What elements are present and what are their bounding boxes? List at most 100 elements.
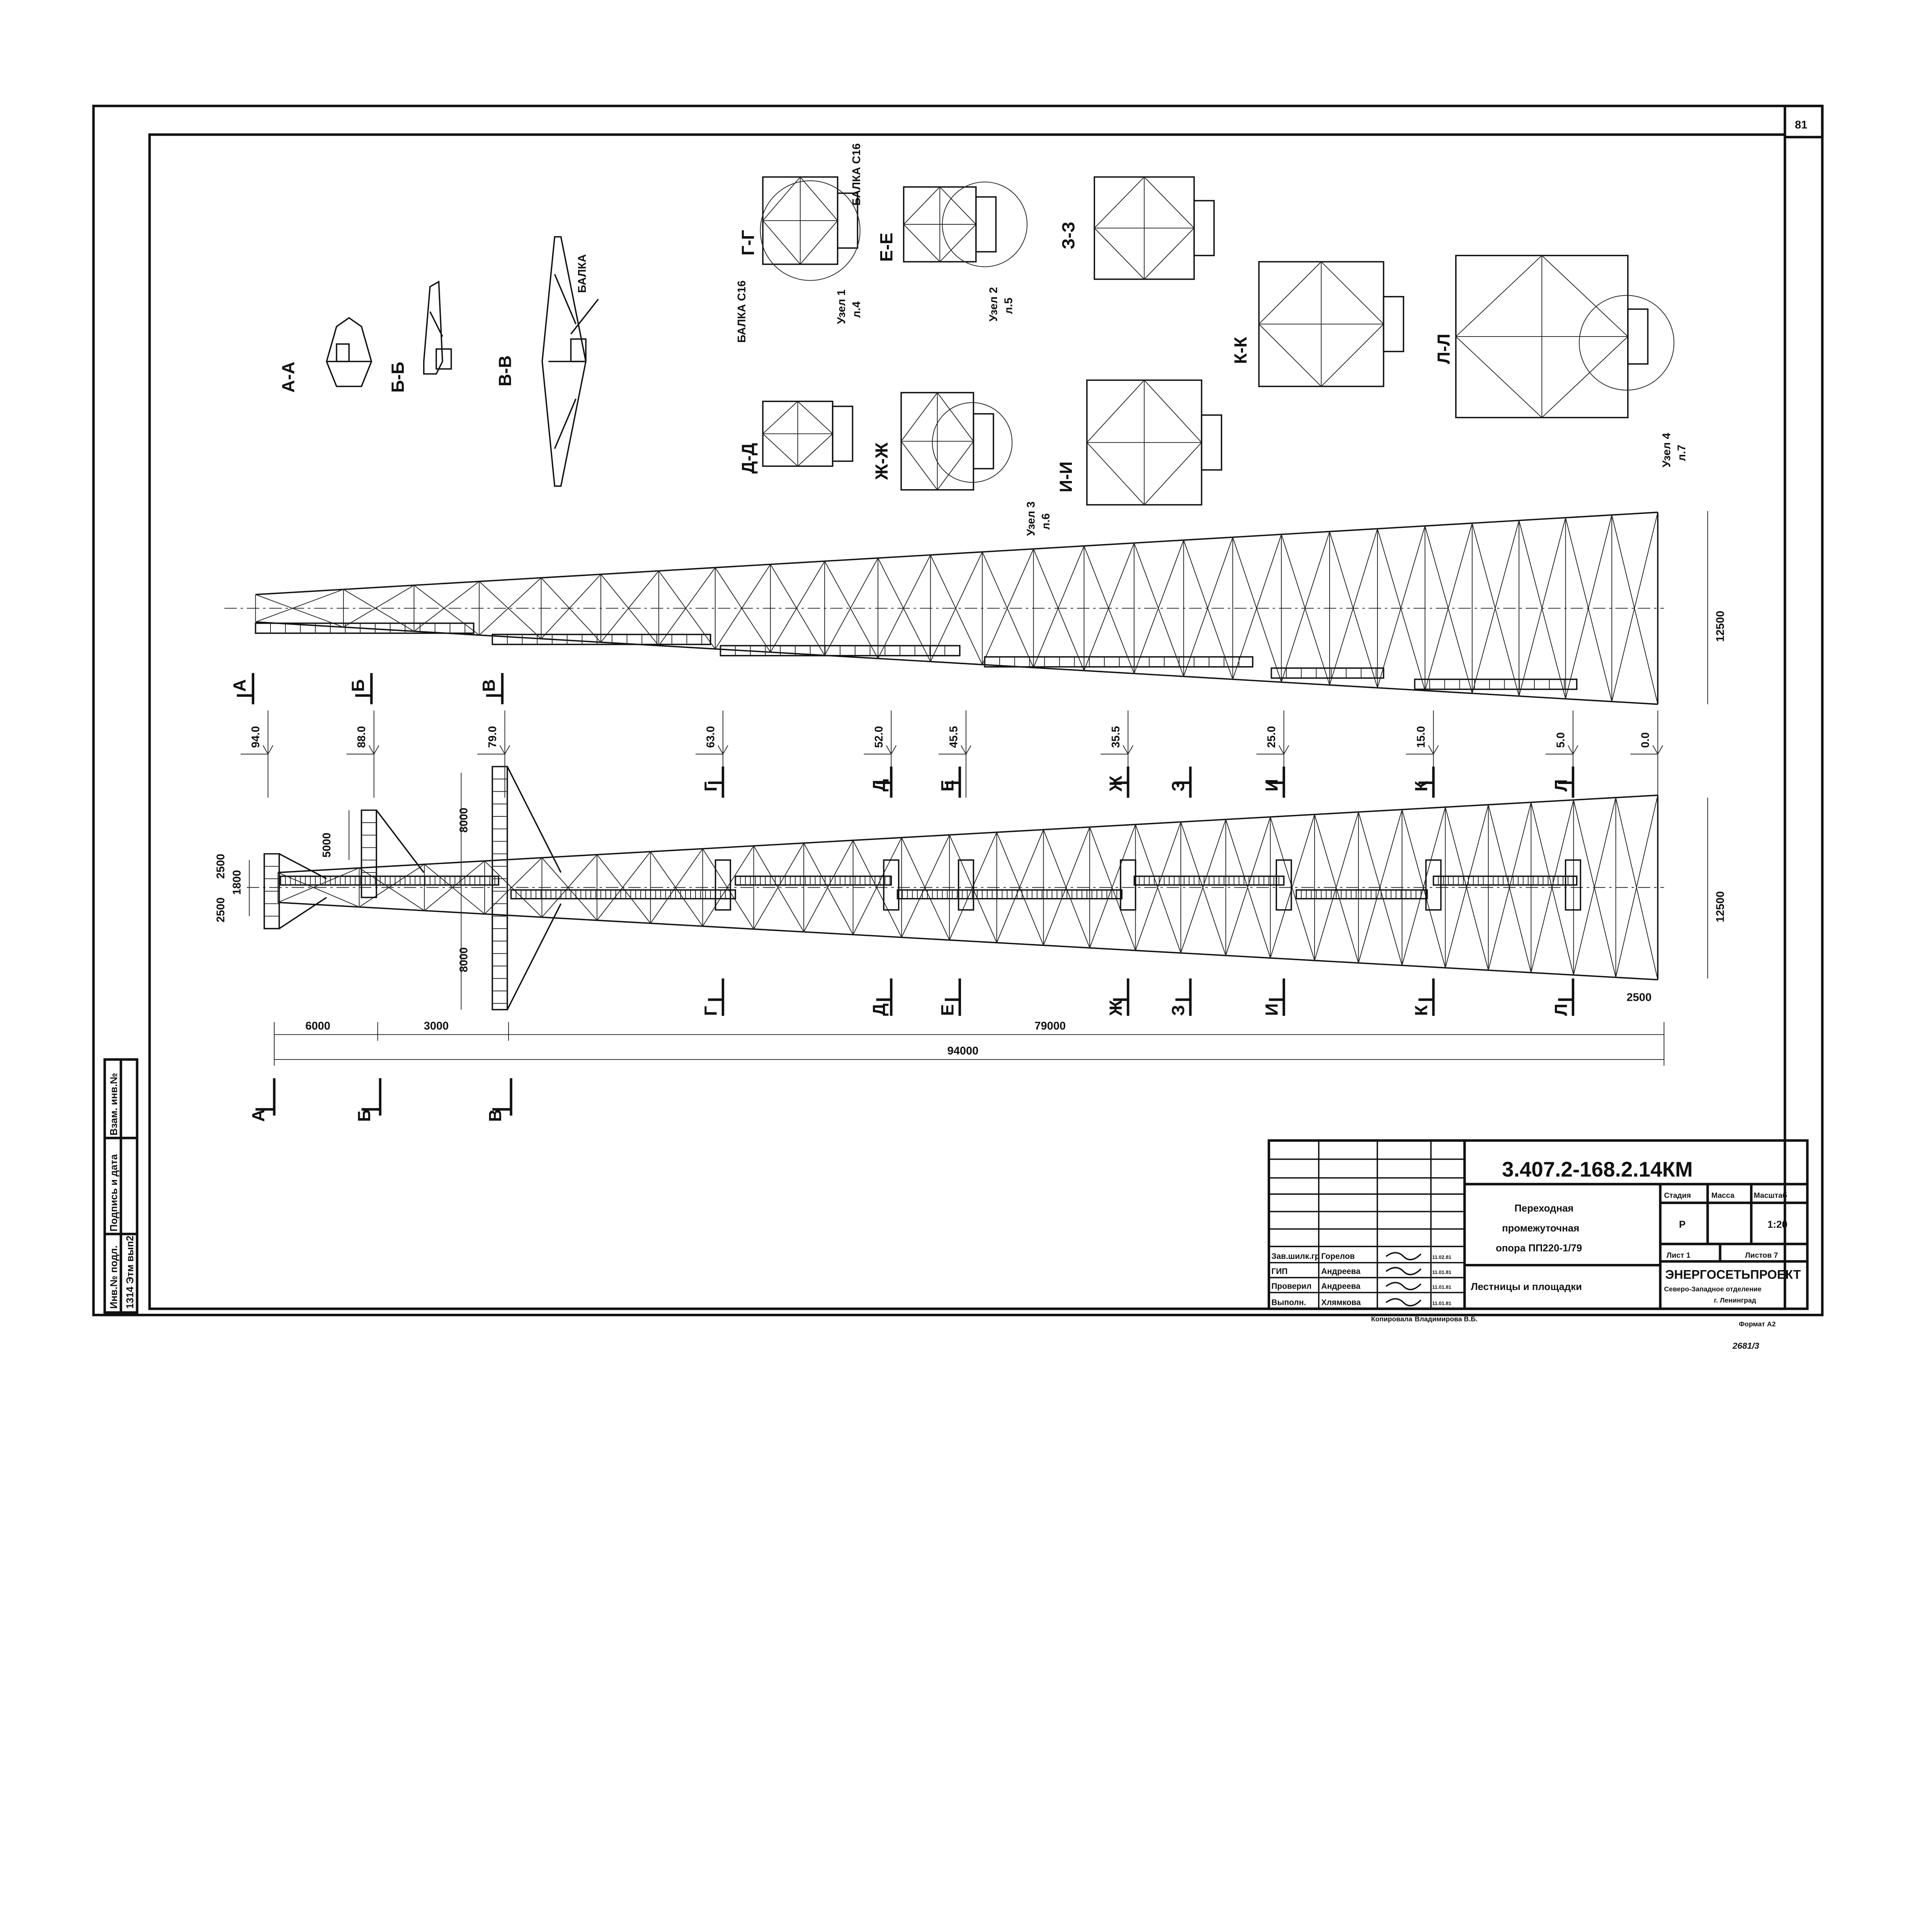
truss-panel — [1281, 531, 1330, 685]
dim-2500-bottom: 2500 — [215, 898, 227, 923]
plan-view-truss — [224, 512, 1664, 705]
level-value: 45.5 — [947, 726, 960, 748]
outer-frame — [92, 104, 1824, 1316]
dim-5000: 5000 — [321, 833, 333, 858]
signature-date: 11.02.81 — [1432, 1254, 1451, 1260]
ladder — [735, 875, 892, 886]
cut-mark-mid: К — [1412, 781, 1431, 791]
cut-mark-bottom: Д — [869, 1003, 889, 1016]
stamp-inv-podl: Инв.№ подл. — [109, 1245, 119, 1309]
truss-panel — [1089, 824, 1136, 951]
truss-panel — [852, 837, 902, 938]
level-marker — [1630, 710, 1663, 798]
truss-panel — [1401, 807, 1446, 968]
signature-date: 11.01.81 — [1432, 1269, 1451, 1275]
level-marker — [477, 710, 510, 798]
truss-panel — [1033, 546, 1085, 671]
truss-panel — [996, 829, 1044, 946]
platform-detail — [1627, 308, 1649, 365]
platform-detail — [1193, 200, 1215, 257]
platform-brace — [279, 766, 562, 1010]
section-label-ii: И-И — [1056, 461, 1076, 492]
ladder — [1432, 875, 1578, 886]
sections-nodes: Г-Г Е-Е З-З К-К Л-Л Д-Д Ж-Ж И-И БАЛКА С1… — [736, 143, 1688, 536]
truss-panel — [1611, 512, 1658, 704]
node-platform — [1120, 859, 1136, 911]
org-city: г. Ленинград — [1714, 1296, 1756, 1304]
cut-mark-top: Б — [348, 679, 368, 692]
truss-panel — [930, 551, 983, 665]
section-label-vv: В-В — [495, 355, 515, 386]
cut-mark-mid: И — [1262, 779, 1281, 791]
truss-panel — [413, 581, 480, 636]
cut-mark-mid: Д — [869, 779, 889, 791]
copied-name: Владимирова В.Б. — [1415, 1315, 1478, 1323]
cut-line-marker — [361, 1078, 382, 1116]
org-branch: Северо-Западное отделение — [1664, 1285, 1761, 1293]
ladder — [896, 889, 1122, 900]
cut-line-marker — [1418, 766, 1435, 798]
balka-label: БАЛКА — [576, 254, 588, 293]
cut-line-marker — [876, 978, 893, 1016]
section-label-kk: К-К — [1231, 337, 1250, 364]
sections-small: А-А Б-Б В-В БАЛКА — [278, 236, 599, 487]
truss-panel — [714, 564, 771, 653]
level-value: 52.0 — [873, 726, 885, 748]
cut-mark-bottom: Л — [1551, 1003, 1571, 1016]
truss-panel — [1134, 540, 1184, 677]
cut-line-marker — [1269, 766, 1285, 798]
section-bracing — [903, 186, 977, 262]
uzel4-sheet: л.7 — [1675, 445, 1688, 461]
truss-panel — [541, 574, 601, 643]
node-platform — [883, 859, 900, 911]
node-callout-circle — [932, 402, 1013, 483]
cut-mark-bottom: К — [1412, 1005, 1431, 1016]
dim-3000: 3000 — [424, 1020, 449, 1032]
cut-mark-base: А — [248, 1109, 268, 1122]
truss-panel — [541, 854, 597, 921]
section-label-zz: З-З — [1059, 222, 1078, 250]
scale-value: 1:20 — [1767, 1219, 1787, 1230]
truss-panel — [1225, 816, 1271, 958]
truss-panel — [1183, 537, 1233, 680]
truss-panel — [1424, 523, 1473, 694]
object-title-3: опора ПП220-1/79 — [1496, 1243, 1582, 1254]
walkway-platform — [1270, 667, 1384, 679]
org-name: ЭНЕРГОСЕТЬПРОЕКТ — [1665, 1268, 1801, 1282]
cut-mark-bottom: И — [1262, 1003, 1281, 1016]
cut-line-marker — [945, 978, 961, 1016]
uzel1-label: Узел 1 — [835, 289, 848, 324]
inner-frame — [148, 133, 1786, 1310]
balka-s16-left: БАЛКА С16 — [736, 281, 748, 343]
node-platform — [957, 859, 975, 911]
stamp-vzam-inv: Взам. инв.№ — [109, 1073, 119, 1136]
cut-mark-bottom: Г — [701, 1006, 721, 1016]
mass-label: Масса — [1711, 1191, 1735, 1200]
truss-panel — [658, 567, 716, 650]
truss-panel — [600, 570, 659, 646]
truss-panel — [1329, 529, 1378, 688]
cut-line-marker — [708, 766, 724, 798]
truss-panel — [650, 848, 703, 927]
stage-value: Р — [1679, 1219, 1685, 1230]
platform-detail — [973, 413, 994, 469]
cut-mark-mid: Е — [938, 780, 957, 791]
truss-panel — [770, 561, 825, 656]
platform — [492, 766, 508, 1010]
stamp-inv-value: 1314 Этм вып2 — [125, 1235, 136, 1309]
cut-mark-base: В — [485, 1109, 505, 1122]
platform-detail — [1383, 296, 1405, 352]
signature-name: Андреева — [1321, 1267, 1361, 1276]
section-bracing — [1258, 261, 1384, 387]
truss-panel — [597, 851, 651, 924]
dim-1800: 1800 — [231, 870, 243, 895]
truss-panel — [1573, 797, 1616, 978]
cut-line-marker — [1269, 978, 1285, 1016]
sheets-label: Листов 7 — [1745, 1251, 1778, 1260]
truss-panel — [753, 843, 804, 932]
truss-panel — [1270, 814, 1315, 961]
